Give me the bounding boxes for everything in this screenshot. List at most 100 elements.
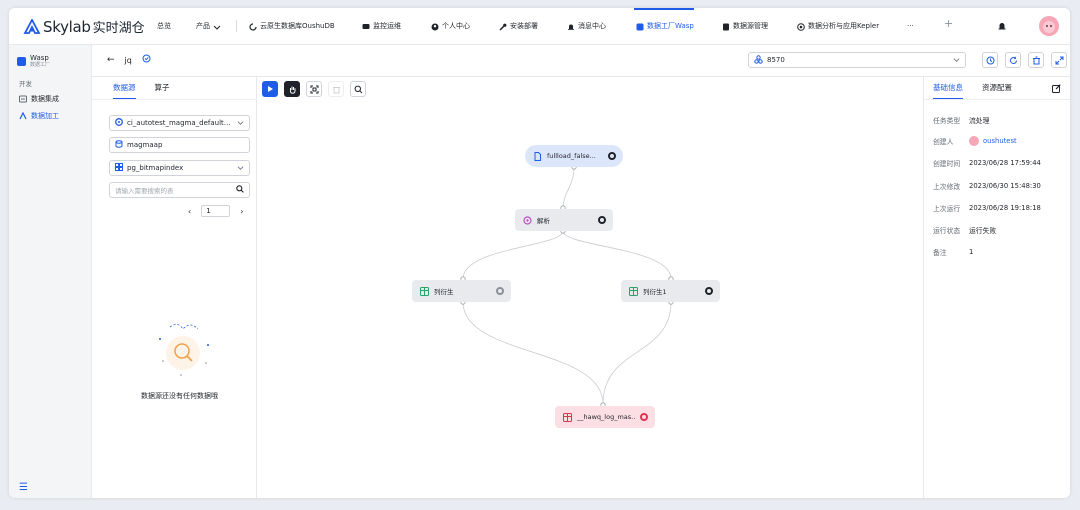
- nav-label: 产品: [196, 22, 210, 30]
- add-tab-button[interactable]: +: [944, 17, 954, 30]
- prev-page-icon[interactable]: ‹: [188, 206, 192, 216]
- info-key: 上次修改: [933, 183, 961, 191]
- delete-node-button[interactable]: [328, 81, 344, 97]
- info-key: 创建时间: [933, 160, 961, 168]
- nav-label: 个人中心: [442, 22, 470, 30]
- info-value: 流处理: [969, 117, 990, 125]
- node-settings-icon[interactable]: [608, 152, 616, 160]
- nav-label: 总览: [157, 22, 171, 30]
- empty-state-illustration-icon: [148, 317, 218, 382]
- cloud-db-icon: [249, 22, 257, 31]
- page-number-input[interactable]: 1: [201, 205, 231, 217]
- node-error-icon[interactable]: [640, 413, 648, 421]
- info-key: 创建人: [933, 138, 954, 146]
- tab-operators[interactable]: 算子: [154, 83, 170, 92]
- next-page-icon[interactable]: ›: [240, 206, 244, 216]
- nav-wasp[interactable]: 数据工厂Wasp: [636, 22, 694, 31]
- info-row-created: 创建时间 2023/06/28 17:59:44: [933, 158, 1041, 168]
- info-row-creator: 创建人 oushutest: [933, 136, 1017, 146]
- brand-logo[interactable]: Skylab 实时湖仓: [23, 17, 145, 36]
- node-sink[interactable]: __hawq_log_mas...: [555, 406, 655, 428]
- node-label: 列衍生1: [643, 288, 667, 296]
- table-derive-icon: [628, 286, 638, 296]
- refresh-button[interactable]: [1005, 52, 1021, 68]
- node-parse[interactable]: 解析: [515, 209, 613, 231]
- info-key: 运行状态: [933, 227, 961, 235]
- sidebar-app-header[interactable]: Wasp 数据工厂: [17, 55, 50, 68]
- history-button[interactable]: [982, 52, 998, 68]
- tab-datasource[interactable]: 数据源: [113, 82, 136, 100]
- nav-label: 监控运维: [373, 22, 401, 30]
- node-label: __hawq_log_mas...: [577, 413, 635, 421]
- nav-label: 消息中心: [578, 22, 606, 30]
- node-settings-icon[interactable]: [705, 287, 713, 295]
- nav-kepler[interactable]: 数据分析与应用Kepler: [797, 22, 879, 31]
- delete-button[interactable]: [1028, 52, 1044, 68]
- node-source[interactable]: fullload_false...: [525, 145, 623, 167]
- search-node-button[interactable]: [350, 81, 366, 97]
- tab-resource-config[interactable]: 资源配置: [982, 83, 1012, 92]
- table-search-input[interactable]: 请输入需要搜索的表: [109, 182, 250, 198]
- nav-products[interactable]: 产品: [196, 22, 221, 31]
- nav-more-button[interactable]: ···: [907, 22, 914, 30]
- schema-select[interactable]: pg_bitmapindex: [109, 160, 250, 176]
- database-icon: [115, 140, 123, 150]
- search-placeholder: 请输入需要搜索的表: [115, 187, 174, 195]
- monitor-icon: [362, 23, 370, 31]
- nav-label: 数据工厂Wasp: [647, 22, 694, 30]
- table-sink-icon: [562, 412, 572, 422]
- nav-overview[interactable]: 总览: [157, 22, 171, 31]
- dag-edges: [460, 164, 674, 408]
- fit-view-button[interactable]: [306, 81, 322, 97]
- creator-link[interactable]: oushutest: [983, 137, 1017, 145]
- edit-icon[interactable]: [142, 54, 151, 66]
- sidebar-app-subtitle: 数据工厂: [30, 62, 51, 68]
- nav-messages[interactable]: 消息中心: [567, 22, 606, 31]
- expand-button[interactable]: [1051, 52, 1067, 68]
- file-icon: [532, 151, 542, 161]
- info-row-modified: 上次修改 2023/06/30 15:48:30: [933, 181, 1041, 191]
- skylab-logo-icon: [23, 17, 41, 35]
- info-value: 2023/06/30 15:48:30: [969, 182, 1041, 190]
- empty-state-text: 数据源还没有任何数据哦: [141, 392, 218, 400]
- node-derive-a[interactable]: 列衍生: [412, 280, 511, 302]
- sidebar-item-integration[interactable]: 数据集成: [19, 94, 59, 104]
- node-settings-icon[interactable]: [598, 216, 606, 224]
- wasp-app-icon: [636, 23, 644, 31]
- run-button[interactable]: [262, 81, 278, 97]
- tab-basic-info[interactable]: 基础信息: [933, 82, 963, 100]
- sidebar-item-label: 数据集成: [31, 95, 59, 103]
- sidebar-item-processing[interactable]: 数据加工: [19, 111, 59, 121]
- edge-parse-derive-b: [562, 230, 672, 280]
- back-arrow-icon[interactable]: ←: [107, 55, 115, 65]
- info-value: 1: [969, 248, 974, 256]
- notification-bell-icon[interactable]: [997, 21, 1007, 31]
- edge-parse-derive-a: [462, 230, 564, 280]
- chevron-down-icon: [953, 56, 960, 65]
- node-select[interactable]: 8570: [748, 52, 966, 68]
- nav-monitoring[interactable]: 监控运维: [362, 22, 401, 31]
- nav-oushudb[interactable]: 云原生数据库OushuDB: [249, 22, 335, 31]
- nav-datasource-mgmt[interactable]: 数据源管理: [722, 22, 768, 31]
- database-field[interactable]: magmaap: [109, 137, 250, 153]
- node-label: fullload_false...: [547, 152, 596, 160]
- database-value: magmaap: [127, 141, 163, 149]
- wrench-icon: [499, 23, 507, 31]
- datasource-select[interactable]: ci_autotest_magma_default_o...: [109, 115, 250, 131]
- nav-deploy[interactable]: 安装部署: [499, 22, 538, 31]
- nav-divider: [236, 20, 237, 32]
- node-derive-b[interactable]: 列衍生1: [621, 280, 720, 302]
- edit-info-icon[interactable]: [1052, 84, 1061, 95]
- info-value: 2023/06/28 19:18:18: [969, 204, 1041, 212]
- sidebar: Wasp 数据工厂 开发 数据集成 数据加工 ☰: [9, 45, 92, 498]
- node-settings-icon[interactable]: [496, 287, 504, 295]
- info-row-status: 运行状态 运行失败: [933, 225, 996, 235]
- pan-hand-button[interactable]: [284, 81, 300, 97]
- menu-toggle-icon[interactable]: ☰: [19, 482, 28, 493]
- chevron-down-icon: [237, 119, 244, 128]
- user-avatar[interactable]: [1039, 16, 1059, 36]
- nav-personal-center[interactable]: 个人中心: [431, 22, 470, 31]
- processing-icon: [19, 111, 27, 120]
- dag-canvas[interactable]: fullload_false... 解析 列衍生 列衍生1 __hawq_log…: [257, 77, 925, 498]
- info-row-job-type: 任务类型 流处理: [933, 115, 989, 125]
